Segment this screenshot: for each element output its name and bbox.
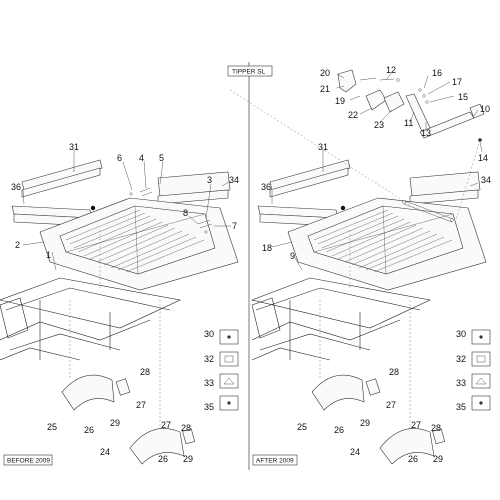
detail-label-19: 19 [335,96,345,106]
left-reflector-28b [182,428,196,445]
left-marker-dot [90,205,96,211]
left-fender-24 [129,428,185,465]
right-label-26b: 26 [408,454,418,464]
left-label-28a: 28 [140,367,150,377]
after-caption-box [252,454,298,466]
right-label-32: 32 [456,354,466,364]
detail-label-23: 23 [374,120,384,130]
right-assembly: 31 36 34 18 9 30 32 33 35 28 27 25 26 29… [229,89,491,465]
left-label-5: 5 [159,153,164,163]
left-side-panel-34 [157,171,231,197]
right-label-29a: 29 [360,418,370,428]
right-label-30: 30 [456,329,466,339]
left-label-29b: 29 [183,454,193,464]
tipper-caption: TIPPER SL [232,69,266,76]
before-caption: BEFORE 2009 [7,458,50,465]
detail-label-22: 22 [348,110,358,120]
left-label-26b: 26 [158,454,168,464]
right-label-33: 33 [456,378,466,388]
left-label-28b: 28 [181,423,191,433]
left-box-32 [219,351,239,367]
right-label-28a: 28 [389,367,399,377]
right-box-32 [471,351,491,367]
detail-bracket-20 [337,69,357,93]
left-hinge-pins [129,187,213,234]
right-label-31: 31 [318,142,328,152]
right-fender-25 [311,374,365,411]
detail-label-12: 12 [386,65,396,75]
left-label-8: 8 [183,208,188,218]
left-label-27a: 27 [136,400,146,410]
left-label-6: 6 [117,153,122,163]
detail-plate-23 [383,91,405,113]
left-label-34: 34 [229,175,239,185]
right-label-25: 25 [297,422,307,432]
detail-label-21: 21 [320,84,330,94]
right-chassis [250,277,431,361]
left-chassis [0,277,181,361]
left-label-26a: 26 [84,425,94,435]
tipper-detail: 20 21 19 22 12 16 17 15 23 11 13 10 14 [320,65,490,163]
left-assembly: 31 6 4 5 36 3 34 8 7 2 1 30 32 33 35 28 … [0,142,239,465]
left-label-30: 30 [204,329,214,339]
right-reflector-28b [432,428,446,445]
detail-bolts [359,77,429,104]
left-label-27b: 27 [161,420,171,430]
left-reflector-28a [115,378,131,396]
left-label-31: 31 [69,142,79,152]
left-label-2: 2 [15,240,20,250]
right-reflector-28a [365,378,381,396]
left-label-25: 25 [47,422,57,432]
left-fender-25 [61,374,115,411]
tipper-caption-box [227,65,273,77]
left-label-29a: 29 [110,418,120,428]
detail-label-16: 16 [432,68,442,78]
right-label-29b: 29 [433,454,443,464]
right-label-26a: 26 [334,425,344,435]
right-label-18: 18 [262,243,272,253]
left-label-4: 4 [139,153,144,163]
right-side-panel-31 [269,159,351,191]
left-label-1: 1 [46,250,51,260]
detail-label-15: 15 [458,92,468,102]
right-label-28b: 28 [431,423,441,433]
right-label-24: 24 [350,447,360,457]
right-label-35: 35 [456,402,466,412]
right-label-36: 36 [261,182,271,192]
left-label-33: 33 [204,378,214,388]
right-marker-dot [340,205,346,211]
right-label-34: 34 [481,175,491,185]
right-label-9: 9 [290,251,295,261]
detail-label-13: 13 [421,128,431,138]
left-label-3: 3 [207,175,212,185]
left-label-24: 24 [100,447,110,457]
detail-label-17: 17 [452,77,462,87]
before-caption-box [3,454,53,466]
left-label-35: 35 [204,402,214,412]
right-box-33 [471,373,491,389]
left-box-33 [219,373,239,389]
right-label-27b: 27 [411,420,421,430]
detail-pin-14 [478,138,482,142]
left-label-32: 32 [204,354,214,364]
detail-plate-22 [365,89,387,111]
left-label-7: 7 [232,221,237,231]
after-caption: AFTER 2009 [256,458,294,465]
right-side-panel-34 [409,171,481,197]
detail-label-20: 20 [320,68,330,78]
right-label-27a: 27 [386,400,396,410]
detail-label-14: 14 [478,153,488,163]
left-label-36: 36 [11,182,21,192]
detail-label-11: 11 [404,118,413,128]
detail-label-10: 10 [480,104,490,114]
right-fender-24 [379,428,435,465]
